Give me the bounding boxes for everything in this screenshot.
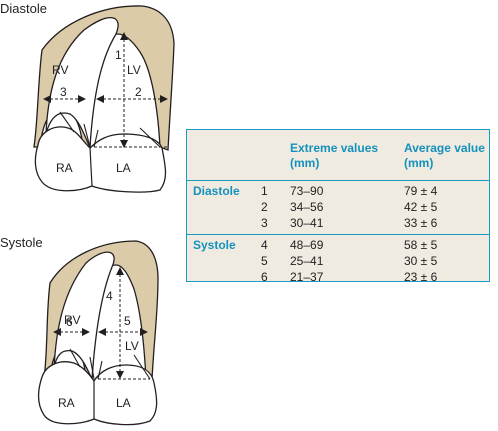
row-range: 30–41: [290, 216, 324, 230]
table-row: 6 21–37 23 ± 6: [187, 269, 489, 285]
row-average: 58 ± 5: [404, 238, 438, 252]
systole-right-ventricle: [53, 251, 115, 382]
phase-label-diastole: Diastole: [193, 184, 240, 198]
systole-label-5: 5: [124, 314, 131, 328]
header-average-value: Average value (mm): [404, 141, 485, 170]
systole-label-lv: LV: [125, 339, 139, 353]
row-number: 5: [261, 254, 268, 268]
table-row: Diastole 1 73–90 79 ± 4: [187, 183, 489, 199]
phase-label-systole: Systole: [193, 238, 236, 252]
row-range: 34–56: [290, 200, 324, 214]
systole-valve-leaflets: [69, 348, 151, 380]
systole-heading: Systole: [0, 235, 43, 250]
table-row: 5 25–41 30 ± 5: [187, 253, 489, 269]
systole-label-rv: RV: [64, 313, 80, 327]
systole-label-ra: RA: [58, 396, 75, 410]
row-number: 4: [261, 238, 268, 252]
diastole-heart-diagram: RV LV RA LA 1 2 3: [33, 5, 175, 193]
table-row: 2 34–56 42 ± 5: [187, 199, 489, 215]
diastole-label-2: 2: [135, 85, 142, 99]
measurements-table: Extreme values (mm) Average value (mm) D…: [186, 129, 490, 285]
diastole-label-la: LA: [116, 161, 131, 175]
systole-label-6: 6: [66, 315, 73, 329]
systole-label-la: LA: [116, 396, 131, 410]
table-row: 3 30–41 33 ± 6: [187, 215, 489, 231]
diastole-valve-leaflets: [59, 111, 161, 148]
row-number: 2: [261, 200, 268, 214]
diastole-label-1: 1: [115, 48, 122, 62]
diastole-myocardium: [33, 5, 175, 151]
row-range: 73–90: [290, 184, 324, 198]
table-header-row: Extreme values (mm) Average value (mm): [187, 130, 489, 177]
diastole-label-rv: RV: [52, 63, 68, 77]
row-average: 79 ± 4: [404, 184, 438, 198]
table-row: Systole 4 48–69 58 ± 5: [187, 237, 489, 253]
row-number: 6: [261, 270, 268, 284]
diastole-label-3: 3: [60, 85, 67, 99]
row-average: 42 ± 5: [404, 200, 438, 214]
row-average: 30 ± 5: [404, 254, 438, 268]
systole-heart-diagram: RV LV RA LA 4 5 6: [37, 240, 159, 426]
row-average: 33 ± 6: [404, 216, 438, 230]
systole-atria: [37, 361, 158, 426]
diastole-atria: [34, 126, 167, 193]
row-range: 21–37: [290, 270, 324, 284]
row-average: 23 ± 6: [404, 270, 438, 284]
row-range: 48–69: [290, 238, 324, 252]
row-range: 25–41: [290, 254, 324, 268]
systole-label-4: 4: [106, 289, 113, 303]
diastole-right-ventricle: [45, 17, 119, 150]
diastole-heading: Diastole: [0, 1, 47, 16]
diastole-label-ra: RA: [56, 161, 73, 175]
row-number: 1: [261, 184, 268, 198]
row-number: 3: [261, 216, 268, 230]
header-extreme-values: Extreme values (mm): [290, 141, 379, 170]
diastole-label-lv: LV: [127, 63, 141, 77]
